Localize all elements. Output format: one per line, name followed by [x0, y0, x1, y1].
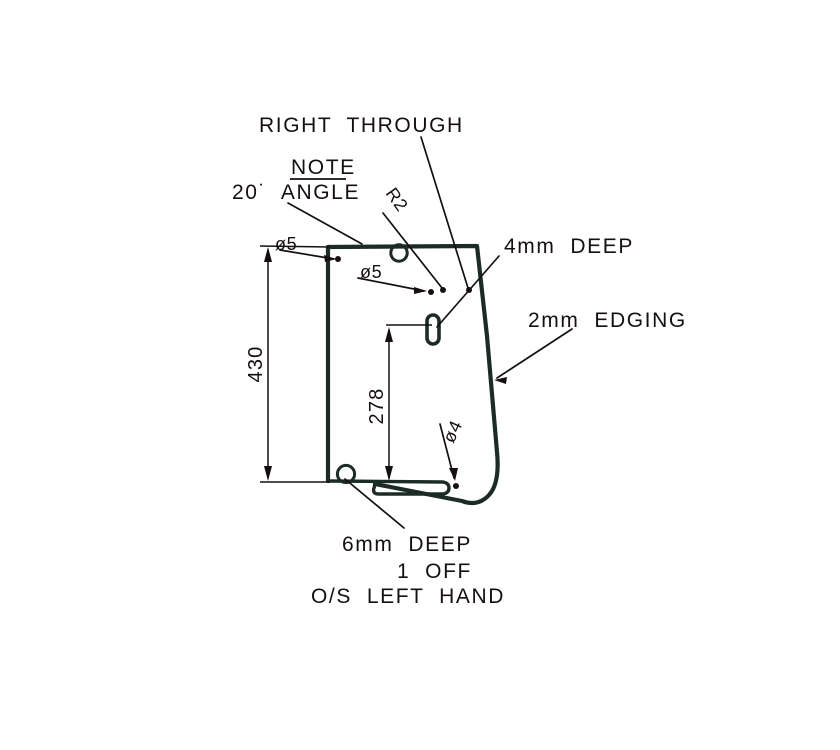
annotation-depth-6mm: 6mm DEEP	[342, 533, 472, 556]
annotation-dia5-top-left: ø5	[275, 234, 297, 254]
annotation-quantity: 1 OFF	[397, 560, 472, 583]
leader-dia5-inner	[357, 277, 425, 292]
annotation-angle: 20˙ ANGLE	[232, 181, 360, 204]
part-body-outline	[325, 243, 500, 506]
annotation-edging-2mm: 2mm EDGING	[528, 309, 687, 332]
dimension-278-label: 278	[366, 388, 388, 425]
arrow-278-top	[385, 327, 393, 342]
hole-top-circle	[389, 243, 409, 263]
leader-6mm-deep	[344, 478, 405, 529]
annotation-dia5-inner: ø5	[360, 262, 382, 282]
leader-lines-group	[279, 136, 573, 529]
annotation-dia4: ø4	[439, 417, 467, 446]
dimension-430-label: 430	[245, 346, 267, 383]
leader-right-through	[420, 136, 469, 289]
arrow-430-bottom	[264, 466, 272, 481]
annotations-group: RIGHT THROUGH NOTE 20˙ ANGLE ø5 ø5 R2 4m…	[232, 114, 687, 608]
annotation-radius-2: R2	[382, 184, 412, 215]
part-bottom-flange	[326, 479, 451, 496]
hole-bottom-left-circle	[335, 463, 357, 485]
arrow-278-bottom	[385, 466, 393, 481]
arrow-430-top	[264, 247, 272, 262]
leader-angle	[287, 202, 363, 245]
leader-2mm-edging	[496, 328, 573, 379]
leader-dot-r2	[440, 287, 446, 293]
annotation-note: NOTE	[291, 156, 356, 179]
leader-dot-dia5-inner	[428, 289, 434, 295]
annotation-depth-4mm: 4mm DEEP	[504, 235, 634, 258]
arrow-dia4	[449, 468, 458, 481]
arrow-dia5-inner	[414, 287, 427, 294]
annotation-hand: O/S LEFT HAND	[311, 585, 505, 608]
slot-oval-feature	[425, 313, 441, 346]
arrow-2mm-edging	[494, 377, 507, 384]
leader-4mm-deep	[436, 255, 500, 328]
dimension-278-group: 278	[366, 324, 432, 481]
part-outline-group	[325, 243, 500, 506]
features-group	[335, 243, 441, 485]
arrow-dia5-topleft	[324, 255, 336, 262]
ext-line-430-top	[259, 245, 331, 248]
dimension-430-group: 430	[245, 245, 331, 483]
leader-dot-dia4	[453, 483, 459, 489]
annotation-right-through: RIGHT THROUGH	[259, 114, 464, 137]
leader-dot-dia5-topleft	[335, 256, 341, 262]
leader-r2	[382, 212, 443, 289]
